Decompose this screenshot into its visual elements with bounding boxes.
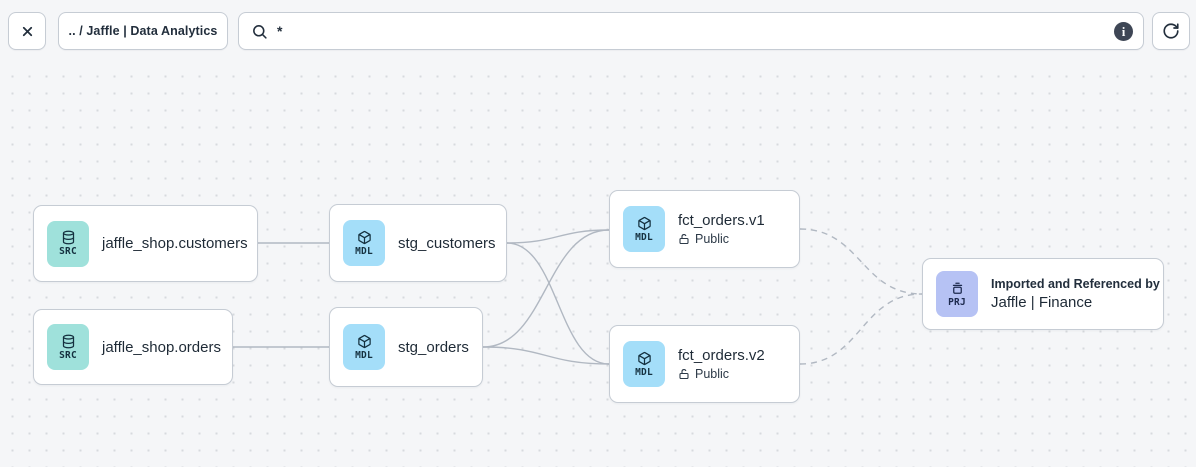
database-icon [62, 230, 74, 245]
node-title: jaffle_shop.orders [102, 338, 221, 356]
model-chip: MDL [623, 206, 665, 252]
node-model-stg-customers[interactable]: MDL stg_customers [329, 204, 507, 282]
refresh-icon [1163, 23, 1179, 39]
node-source-jaffle-shop-orders[interactable]: SRC jaffle_shop.orders [33, 309, 233, 385]
node-model-stg-orders[interactable]: MDL stg_orders [329, 307, 483, 387]
node-source-jaffle-shop-customers[interactable]: SRC jaffle_shop.customers [33, 205, 258, 282]
access-label: Public [695, 367, 730, 381]
node-kind-label: MDL [355, 349, 373, 361]
access-badge: Public [678, 232, 765, 246]
search-input[interactable] [277, 23, 1105, 39]
node-kind-label: SRC [59, 246, 77, 257]
node-kind-label: PRJ [948, 296, 966, 308]
cube-icon [637, 351, 651, 365]
cube-icon [357, 334, 371, 348]
unlock-icon [679, 368, 689, 380]
node-model-fct-orders-v2[interactable]: MDL fct_orders.v2 Public [609, 325, 800, 403]
node-title: Jaffle | Finance [991, 294, 1093, 311]
lineage-toolbar: .. / Jaffle | Data Analytics i [0, 0, 1196, 62]
node-title: fct_orders.v1 [678, 212, 765, 229]
node-model-fct-orders-v1[interactable]: MDL fct_orders.v1 Public [609, 190, 800, 268]
source-chip: SRC [47, 220, 89, 267]
node-title: stg_orders [398, 338, 469, 356]
project-chip: PRJ [936, 271, 978, 317]
project-archive-icon [952, 282, 962, 294]
source-chip: SRC [47, 324, 89, 370]
node-subtitle: Imported and Referenced by [991, 277, 1160, 291]
node-title: stg_customers [398, 234, 496, 252]
info-icon[interactable]: i [1114, 21, 1133, 41]
search-icon [253, 24, 267, 39]
access-label: Public [695, 232, 730, 246]
node-title: jaffle_shop.customers [102, 235, 248, 252]
cube-icon [637, 216, 651, 230]
node-kind-label: MDL [355, 245, 373, 257]
node-title: fct_orders.v2 [678, 347, 765, 364]
close-button[interactable] [8, 12, 46, 50]
search-bar: i [238, 12, 1144, 50]
unlock-icon [679, 233, 689, 245]
refresh-button[interactable] [1152, 12, 1190, 50]
model-chip: MDL [623, 341, 665, 387]
model-chip: MDL [343, 220, 385, 266]
close-icon [22, 26, 32, 36]
node-kind-label: MDL [635, 366, 653, 378]
node-project-jaffle-finance[interactable]: PRJ Imported and Referenced by Jaffle | … [922, 258, 1164, 330]
breadcrumb[interactable]: .. / Jaffle | Data Analytics [58, 12, 228, 50]
breadcrumb-label: .. / Jaffle | Data Analytics [68, 24, 218, 38]
database-icon [62, 334, 74, 348]
node-kind-label: SRC [59, 349, 77, 361]
model-chip: MDL [343, 324, 385, 370]
access-badge: Public [678, 367, 765, 381]
cube-icon [357, 230, 371, 244]
node-kind-label: MDL [635, 231, 653, 243]
